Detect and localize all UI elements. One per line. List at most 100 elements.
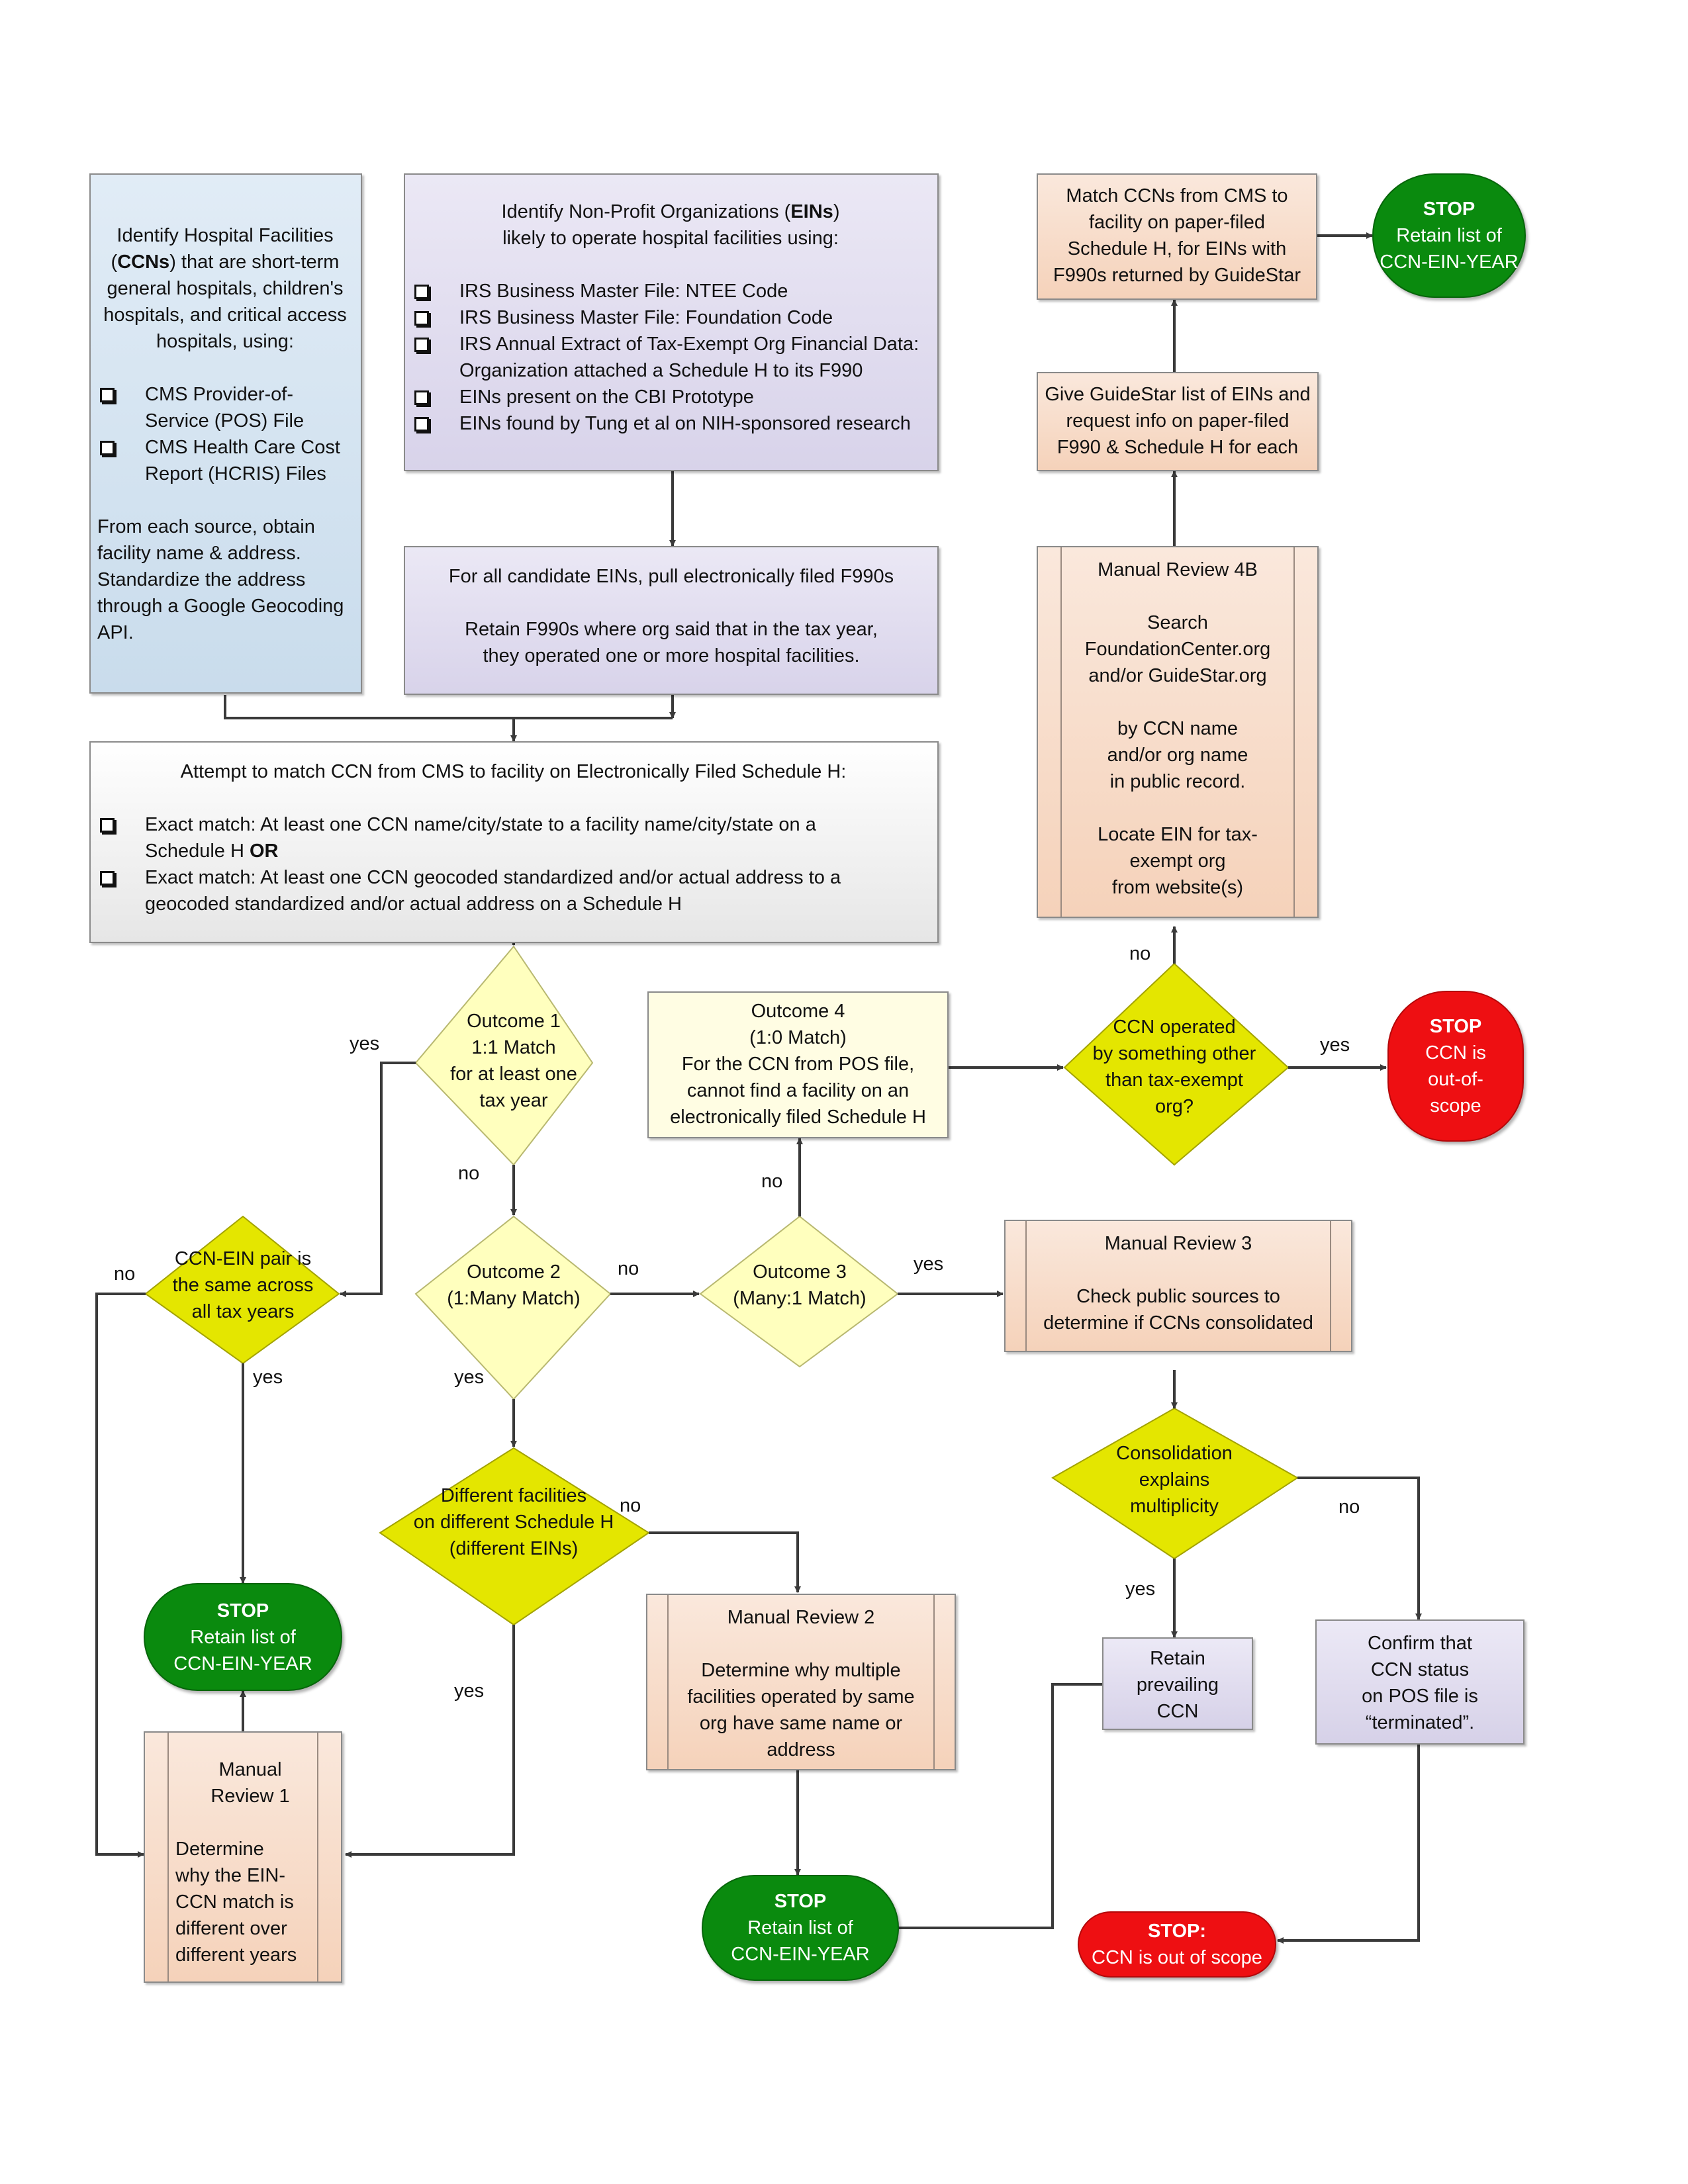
text-line: CCN-EIN-YEAR <box>731 1944 870 1965</box>
checkbox-icon <box>414 390 429 405</box>
text-line: 1:1 Match <box>471 1037 556 1058</box>
edge-label-yes: yes <box>253 1367 283 1388</box>
text-line: all tax years <box>191 1301 295 1322</box>
process-bar <box>1025 1221 1027 1351</box>
text-line: scope <box>1430 1095 1481 1116</box>
text-line <box>1032 1257 1325 1283</box>
item-line: IRS Business Master File: Foundation Cod… <box>459 307 833 328</box>
text-line: they operated one or more hospital facil… <box>483 645 860 666</box>
list-item: Exact match: At least one CCN name/city/… <box>97 811 929 864</box>
list-item: IRS Business Master File: NTEE Code <box>412 278 929 304</box>
edge-label-no: no <box>1338 1496 1360 1518</box>
list-item: CMS Health Care Cost Report (HCRIS) File… <box>97 434 353 487</box>
outcome2-text: Outcome 2 (1:Many Match) <box>421 1259 606 1312</box>
intro-line: likely to operate hospital facilities us… <box>502 228 839 249</box>
outcome4-box: Outcome 4 (1:0 Match) For the CCN from P… <box>647 991 949 1138</box>
text-line: For the CCN from POS file, <box>681 1054 915 1075</box>
bold-term: OR <box>250 841 279 862</box>
text-line: FoundationCenter.org <box>1084 639 1271 660</box>
process-bar <box>667 1595 669 1769</box>
text-line: the same across <box>172 1275 314 1296</box>
text-line: from website(s) <box>1111 877 1244 898</box>
edge-label-no: no <box>114 1263 136 1285</box>
text-line: Retain list of <box>1396 225 1502 246</box>
text-line: explains <box>1139 1469 1210 1490</box>
text-line: on different Schedule H <box>413 1512 614 1533</box>
text-line: F990s returned by GuideStar <box>1053 265 1301 286</box>
text-line: Manual Review 2 <box>727 1607 875 1628</box>
edge-label-no: no <box>618 1258 639 1279</box>
stop-title: STOP <box>1429 1016 1482 1037</box>
item-line: EINs found by Tung et al on NIH-sponsore… <box>459 413 911 434</box>
attempt-match-items: Exact match: At least one CCN name/city/… <box>97 811 929 917</box>
text-line <box>1064 583 1291 610</box>
text-line: exempt org <box>1129 850 1226 872</box>
text-line: facility on paper-filed <box>1089 212 1265 233</box>
item-line: IRS Annual Extract of Tax-Exempt Org Fin… <box>459 334 919 355</box>
text-line: CCN <box>1156 1701 1199 1722</box>
stop-mid-terminal: STOP Retain list of CCN-EIN-YEAR <box>702 1875 899 1981</box>
stop-title: STOP <box>1423 199 1476 220</box>
text-line: CCN operated <box>1113 1017 1236 1038</box>
consolidation-text: Consolidation explains multiplicity <box>1075 1440 1274 1520</box>
intro-line: (CCNs) that are short-term <box>111 251 340 273</box>
stop-top-terminal: STOP Retain list of CCN-EIN-YEAR <box>1372 173 1526 298</box>
text-line: Confirm that <box>1368 1633 1472 1654</box>
match-paper-box: Match CCNs from CMS to facility on paper… <box>1037 173 1317 300</box>
intro-line: general hospitals, children's <box>107 278 344 299</box>
text-line: Give GuideStar list of EINs and <box>1045 384 1311 405</box>
edge-label-no: no <box>761 1171 783 1192</box>
text-line: facilities operated by same <box>687 1686 915 1707</box>
text-line: CCN status <box>1370 1659 1470 1680</box>
text-line: Retain list of <box>747 1917 853 1938</box>
text-line: Match CCNs from CMS to <box>1066 185 1288 206</box>
list-item: IRS Annual Extract of Tax-Exempt Org Fin… <box>412 331 929 384</box>
process-bar <box>1293 547 1295 917</box>
list-item: CMS Provider-of- Service (POS) File <box>97 381 353 434</box>
text-line: address <box>767 1739 835 1760</box>
ccn-ein-same-text: CCN-EIN pair is the same across all tax … <box>144 1246 342 1325</box>
text-line: Outcome 2 <box>467 1261 561 1283</box>
stop-title: STOP <box>774 1891 827 1912</box>
text-line: (1:Many Match) <box>447 1288 581 1309</box>
intro-line: Identify Non-Profit Organizations (EINs) <box>501 201 840 222</box>
text-line <box>175 1809 325 1836</box>
stop-title: STOP: <box>1147 1921 1207 1942</box>
confirm-terminated-box: Confirm that CCN status on POS file is “… <box>1315 1619 1524 1745</box>
text-line: org? <box>1154 1096 1194 1117</box>
list-item: Exact match: At least one CCN geocoded s… <box>97 864 929 917</box>
text-line: org have same name or <box>699 1713 903 1734</box>
checkbox-icon <box>100 388 115 402</box>
identify-hospitals-intro: Identify Hospital Facilities (CCNs) that… <box>97 222 353 355</box>
edge-label-yes: yes <box>350 1033 380 1054</box>
text-line: by something other <box>1092 1043 1256 1064</box>
text-line: Review 1 <box>211 1786 290 1807</box>
text-line: CCN-EIN-YEAR <box>173 1653 312 1674</box>
text-line: (different EINs) <box>449 1538 579 1559</box>
edge-label-yes: yes <box>1320 1034 1350 1056</box>
manual-review-3-box: Manual Review 3 Check public sources to … <box>1004 1220 1352 1352</box>
different-facilities-text: Different facilities on different Schedu… <box>395 1482 633 1562</box>
text-line: For all candidate EINs, pull electronica… <box>448 566 894 587</box>
text-line: Consolidation <box>1116 1443 1233 1464</box>
text-line: Retain <box>1150 1648 1205 1669</box>
checkbox-icon <box>414 311 429 326</box>
text-line: CCN is <box>1425 1042 1486 1064</box>
outro-line: API. <box>97 622 134 643</box>
text-line: out-of- <box>1428 1069 1483 1090</box>
ccn-operated-other-text: CCN operated by something other than tax… <box>1072 1014 1277 1120</box>
edge-label-no: no <box>1129 943 1151 964</box>
identify-eins-items: IRS Business Master File: NTEE Code IRS … <box>412 278 929 437</box>
manual-review-4b-box: Manual Review 4B Search FoundationCenter… <box>1037 546 1319 918</box>
edge-label-no: no <box>620 1495 641 1516</box>
item-line: Exact match: At least one CCN geocoded s… <box>145 867 841 888</box>
process-bar <box>167 1733 169 1981</box>
checkbox-icon <box>100 441 115 455</box>
identify-hospitals-items: CMS Provider-of- Service (POS) File CMS … <box>97 381 353 487</box>
stop-out-of-scope-terminal-2: STOP: CCN is out of scope <box>1078 1911 1276 1978</box>
text-line: different years <box>175 1944 297 1966</box>
identify-eins-box: Identify Non-Profit Organizations (EINs)… <box>404 173 939 471</box>
text-line: Different facilities <box>440 1485 587 1506</box>
checkbox-icon <box>414 417 429 432</box>
